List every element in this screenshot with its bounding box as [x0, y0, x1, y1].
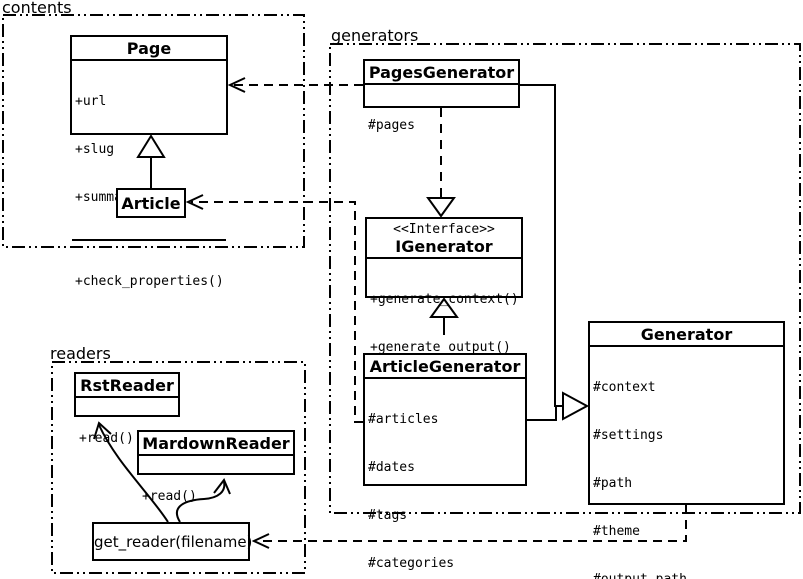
class-pagesgenerator-attributes: #pages: [365, 83, 518, 167]
method: +read(): [79, 431, 134, 446]
dependency-articlegenerator-article-line: [191, 201, 363, 423]
function-get-reader: get_reader(filename): [92, 522, 253, 561]
class-articlegenerator-title: ArticleGenerator: [369, 357, 521, 376]
dependency-articlegenerator-article-arrowhead: [185, 194, 204, 210]
class-igenerator-title: <<Interface>> IGenerator: [367, 219, 521, 257]
class-generator-title: Generator: [640, 325, 733, 344]
class-articlegenerator-attributes: #articles #dates #tags #categories: [365, 377, 525, 579]
call-getreader-markdownreader-arrowhead: [213, 478, 231, 495]
class-pagesgenerator: PagesGenerator #pages: [363, 59, 520, 133]
attribute: #categories: [368, 556, 455, 571]
attribute: +url: [75, 94, 107, 109]
class-igenerator-methods: +generate_context() +generate_output(): [367, 257, 521, 389]
package-contents-border: [2, 14, 305, 248]
method: +check_properties(): [75, 274, 224, 289]
package-label-generators: generators: [331, 26, 419, 45]
class-article: Article: [116, 188, 186, 218]
method: +generate_context(): [370, 292, 519, 307]
class-pagesgenerator-title: PagesGenerator: [368, 63, 515, 82]
attribute: #articles: [368, 412, 439, 427]
class-rstreader-title: RstReader: [80, 376, 174, 395]
class-page-methods: +check_properties(): [72, 239, 226, 323]
attribute: #path: [593, 476, 633, 491]
function-get-reader-label: get_reader(filename): [94, 533, 253, 551]
attribute: #theme: [593, 524, 640, 539]
inheritance-articlegenerator-generator-line: [527, 406, 557, 421]
inheritance-articlegenerator-igenerator-triangle: [429, 297, 459, 318]
attribute: #settings: [593, 428, 664, 443]
dependency-generator-getreader-arrowhead: [251, 533, 270, 549]
class-markdownreader: MardownReader +read(): [137, 430, 295, 504]
package-label-readers: readers: [50, 344, 111, 363]
method: +read(): [142, 489, 197, 504]
attribute: +slug: [75, 142, 115, 157]
attribute: #pages: [368, 118, 415, 133]
class-generator: Generator #context #settings #path #them…: [588, 321, 785, 579]
call-getreader-markdownreader-curve: [176, 481, 226, 523]
class-articlegenerator: ArticleGenerator #articles #dates #tags …: [363, 353, 527, 571]
class-article-title: Article: [121, 193, 181, 213]
dependency-pagesgenerator-page-arrowhead: [227, 77, 246, 93]
class-page: Page +url +slug +summary +check_properti…: [70, 35, 228, 289]
inheritance-article-page-triangle: [136, 134, 166, 158]
class-generator-attributes: #context #settings #path #theme #output_…: [590, 345, 783, 579]
package-label-contents: contents: [2, 0, 72, 17]
attribute: #tags: [368, 508, 408, 523]
class-igenerator-stereotype: <<Interface>>: [393, 222, 495, 237]
class-markdownreader-title: MardownReader: [142, 434, 290, 453]
class-markdownreader-methods: +read(): [139, 454, 293, 538]
realization-pagesgenerator-igenerator-triangle: [426, 197, 456, 218]
class-rstreader: RstReader +read(): [74, 372, 180, 446]
attribute: #dates: [368, 460, 415, 475]
call-getreader-rstreader-arrowhead: [93, 421, 112, 440]
class-page-title: Page: [126, 39, 172, 58]
class-rstreader-methods: +read(): [76, 396, 178, 480]
attribute: #output_path: [593, 572, 780, 579]
class-igenerator: <<Interface>> IGenerator +generate_conte…: [365, 217, 523, 355]
call-getreader-rstreader-curve: [98, 424, 169, 523]
method: +generate_output(): [370, 340, 511, 355]
class-igenerator-name: IGenerator: [395, 237, 493, 256]
inheritance-pagesgenerator-generator-line: [520, 84, 562, 407]
package-generators-border: [329, 43, 801, 514]
package-readers-border: [51, 361, 306, 574]
dependency-generator-getreader-line: [258, 505, 687, 542]
attribute: #context: [593, 380, 656, 395]
inheritance-generator-triangle: [562, 391, 590, 421]
